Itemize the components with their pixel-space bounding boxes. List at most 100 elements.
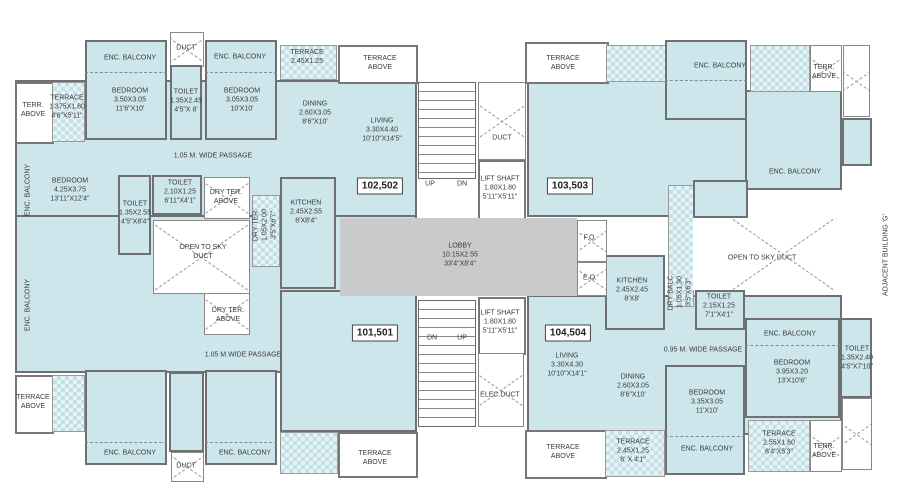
label-text: 13'X10'6" (777, 377, 807, 385)
terr-above-left (15, 82, 54, 144)
label-text: DINING (620, 373, 646, 381)
label-text: 8'6"X10' (620, 391, 646, 399)
label-text: LIFT SHAFT (480, 309, 520, 317)
label-enc-balcony-side: ENC. BALCONY (24, 164, 33, 216)
label-enc-balcony: ENC. BALCONY (104, 449, 156, 458)
label-text: 8'6"X10' (302, 118, 328, 126)
lobby (340, 218, 577, 296)
unit-103-bedroom-area (745, 90, 842, 190)
label-text: TOILET (167, 179, 193, 187)
label-terr-above: TERR. ABOVE (21, 101, 45, 119)
label-text: 1.35X2.40 (841, 354, 873, 362)
label-text: DN (456, 180, 468, 188)
label-text: 13'11"X12'4" (50, 195, 90, 203)
label-text: TERRACE (16, 394, 50, 401)
label-text: BEDROOM (688, 389, 726, 397)
label-dn: DN (457, 180, 467, 189)
label-text: 1.05X2.00 (261, 209, 269, 241)
label-adjacent-building: ADJACENT BUILDING 'G' (882, 214, 891, 296)
label-text: ABOVE (811, 452, 837, 459)
label-enc-balcony: ENC. BALCONY (219, 449, 271, 458)
unit-number-103-503: 103,503 (546, 177, 594, 195)
label-enc-balcony: ENC. BALCONY (681, 445, 733, 454)
label-text: ENC. BALCONY (24, 163, 32, 217)
label-text: 3.30X4.40 (366, 126, 398, 134)
balcony-line (665, 80, 747, 81)
label-text: 3.95X3.20 (776, 368, 808, 376)
label-up: UP (457, 334, 467, 343)
label-text: 4'6"X5'11" (51, 112, 83, 120)
label-text: 2.45X1.25 (617, 447, 649, 455)
balcony-line (205, 72, 277, 73)
unit-number-101-501: 101,501 (351, 324, 399, 342)
label-text: TERR. (22, 102, 44, 109)
label-text: ENC. BALCONY (218, 449, 272, 457)
label-text: DN (426, 334, 438, 342)
label-text: BEDROOM (51, 177, 89, 185)
label-text: DRY TER. (209, 189, 243, 196)
label-text: TOILET (706, 293, 732, 301)
label-enc-balcony-side: ENC. BALCONY (24, 279, 33, 331)
label-eo: E.O. (583, 274, 597, 283)
room-toilet-right-top (842, 118, 872, 166)
label-text: KITCHEN (616, 277, 648, 285)
label-text: 11'6"X10' (115, 105, 145, 113)
dry-ter (252, 195, 280, 267)
terrace-checker-rt2 (750, 45, 810, 92)
label-text: ENC. BALCONY (213, 53, 267, 61)
label-text: ABOVE (550, 453, 576, 460)
terrace-above-top (338, 45, 418, 84)
label-enc-balcony: ENC. BALCONY (694, 62, 746, 71)
label-enc-balcony: ENC. BALCONY (104, 54, 156, 63)
label-duct: DUCT (176, 44, 195, 53)
label-text: 5'11"X5'11" (482, 193, 518, 201)
label-text: ENC. BALCONY (693, 62, 747, 70)
terr-above-right-top (810, 45, 842, 92)
label-text: DINING (302, 100, 328, 108)
label-text: TOILET (173, 88, 199, 96)
label-terr-above: TERR.ABOVE (812, 63, 836, 81)
label-enc-balcony: ENC. BALCONY (769, 168, 821, 177)
label-text: 4'5"X8'4" (121, 218, 149, 226)
label-text: OPEN TO SKY DUCT (727, 254, 797, 262)
label-text: 2.10X1.25 (164, 188, 196, 196)
label-text: 8' X 4'1" (620, 456, 646, 464)
label-text: TOILET (844, 345, 870, 353)
label-text: TERRACE (762, 430, 796, 438)
room-toilet-4 (169, 372, 204, 452)
label-text: TERRACE (290, 49, 324, 56)
staircase-bottom (418, 300, 476, 427)
label-dn: DN (427, 334, 437, 343)
duct-core (478, 82, 526, 160)
label-text: TERR. (813, 64, 835, 71)
unit-104-kitchen-area (605, 255, 665, 330)
room-toilet-2 (118, 175, 151, 255)
room-toilet-right-1 (695, 290, 745, 330)
label-passage: 0.95 M. WIDE PASSAGE (664, 346, 742, 355)
label-text: ABOVE (20, 111, 46, 118)
label-up: UP (425, 180, 435, 189)
label-text: 2.60X3.05 (617, 382, 649, 390)
label-text: ENC. BALCONY (24, 278, 32, 332)
label-enc-balcony: ENC. BALCONY (214, 53, 266, 62)
label-text: TERRACE (616, 438, 650, 446)
label-text: 3'5"X6'3" (685, 278, 693, 306)
label-passage: 1.05 M.WIDE PASSAGE (205, 351, 282, 360)
label-text: BEDROOM (773, 359, 811, 367)
label-text: TOILET (122, 200, 148, 208)
label-text: 8'X8' (624, 295, 640, 303)
label-text: 3.35X3.05 (691, 398, 723, 406)
label-text: ENC. BALCONY (103, 449, 157, 457)
terrace-right-1 (605, 430, 665, 477)
terrace-checker-bottom (280, 432, 338, 474)
